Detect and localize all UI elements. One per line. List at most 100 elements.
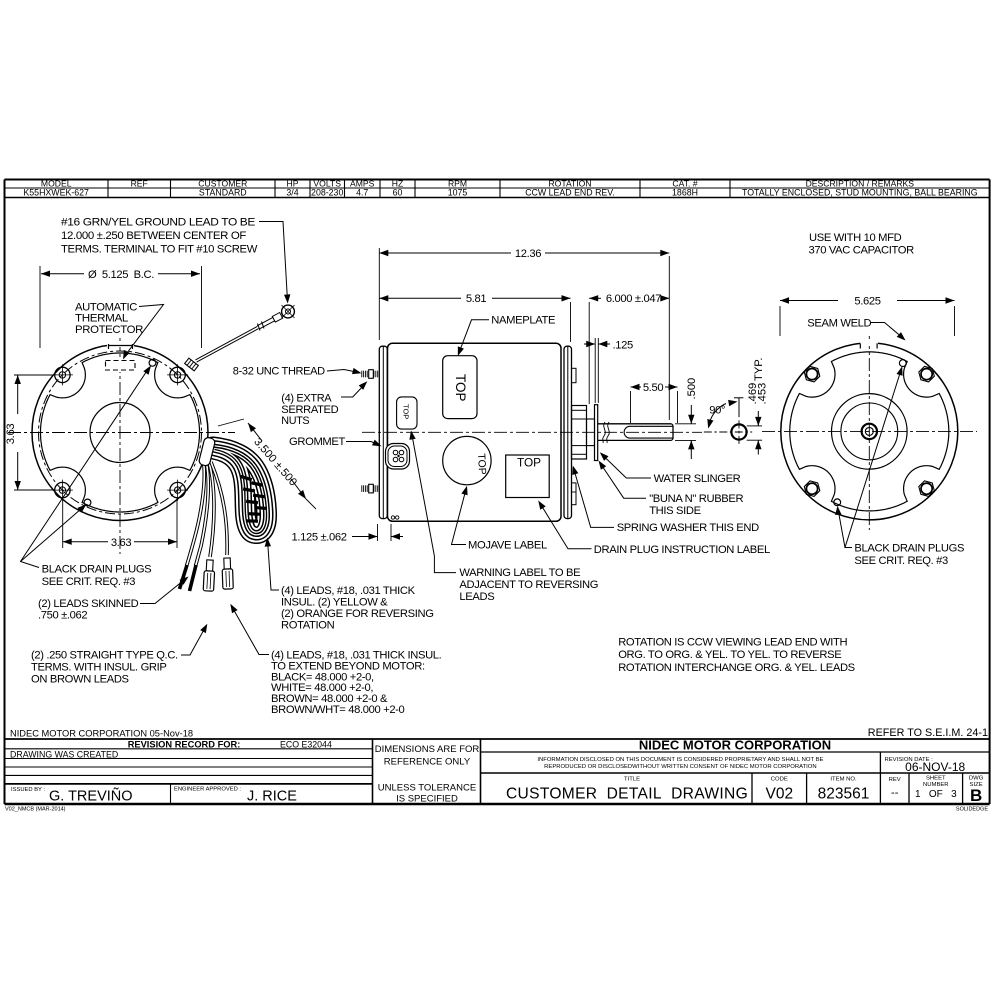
svg-text:SERRATED: SERRATED xyxy=(281,404,338,416)
svg-text:NIDEC MOTOR CORPORATION 05-Nov: NIDEC MOTOR CORPORATION 05-Nov-18 xyxy=(10,729,193,739)
svg-text:(2) LEADS SKINNED: (2) LEADS SKINNED xyxy=(38,598,139,610)
svg-text:GROMMET: GROMMET xyxy=(289,436,346,448)
svg-text:J. RICE: J. RICE xyxy=(247,789,297,805)
svg-text:DWG: DWG xyxy=(969,776,984,782)
svg-text:TERMS. TERMINAL TO FIT #10 SCR: TERMS. TERMINAL TO FIT #10 SCREW xyxy=(61,244,258,256)
svg-text:(2) .250 STRAIGHT TYPE Q.C.: (2) .250 STRAIGHT TYPE Q.C. xyxy=(31,650,178,662)
svg-text:AUTOMATIC: AUTOMATIC xyxy=(75,302,137,314)
svg-text:VOLTS: VOLTS xyxy=(313,178,341,188)
svg-text:CAT. #: CAT. # xyxy=(672,178,697,188)
svg-text:WATER SLINGER: WATER SLINGER xyxy=(654,473,741,485)
svg-text:ADJACENT TO REVERSING: ADJACENT TO REVERSING xyxy=(459,579,598,591)
svg-text:8-32 UNC THREAD: 8-32 UNC THREAD xyxy=(233,366,325,378)
svg-text:BLACK DRAIN PLUGS: BLACK DRAIN PLUGS xyxy=(854,543,964,555)
svg-text:ISSUED BY :: ISSUED BY : xyxy=(11,787,45,793)
svg-text:370 VAC CAPACITOR: 370 VAC CAPACITOR xyxy=(809,245,915,257)
svg-text:MOJAVE LABEL: MOJAVE LABEL xyxy=(468,540,547,552)
svg-text:BLACK= 48.000 +2-0,: BLACK= 48.000 +2-0, xyxy=(271,671,374,683)
svg-text:TOP: TOP xyxy=(475,453,488,475)
svg-text:1 OF 3: 1 OF 3 xyxy=(915,789,957,800)
svg-text:SEE CRIT. REQ. #3: SEE CRIT. REQ. #3 xyxy=(42,576,136,588)
svg-text:REV: REV xyxy=(889,777,901,783)
svg-text:V02: V02 xyxy=(766,786,794,803)
svg-text:STANDARD: STANDARD xyxy=(199,187,247,197)
svg-text:.469: .469 xyxy=(747,383,759,405)
svg-text:ROTATION: ROTATION xyxy=(548,178,591,188)
svg-text:HP: HP xyxy=(287,178,299,188)
svg-text:PROTECTOR: PROTECTOR xyxy=(75,324,143,336)
svg-text:TYP.: TYP. xyxy=(753,358,765,381)
svg-text:SIZE: SIZE xyxy=(970,782,983,788)
svg-text:ENGINEER APPROVED :: ENGINEER APPROVED : xyxy=(174,787,241,793)
svg-text:"BUNA N" RUBBER: "BUNA N" RUBBER xyxy=(649,493,743,505)
svg-text:BROWN= 48.000 +2-0 &: BROWN= 48.000 +2-0 & xyxy=(271,693,388,705)
svg-text:REFER TO S.E.I.M. 24-1: REFER TO S.E.I.M. 24-1 xyxy=(868,727,988,739)
svg-text:RPM: RPM xyxy=(448,178,467,188)
svg-text:TITLE: TITLE xyxy=(624,777,640,783)
svg-text:.500: .500 xyxy=(686,378,698,400)
svg-text:CUSTOMER: CUSTOMER xyxy=(198,178,247,188)
svg-text:4.7: 4.7 xyxy=(356,187,368,197)
svg-text:ROTATION: ROTATION xyxy=(281,620,335,632)
svg-text:UNLESS TOLERANCE: UNLESS TOLERANCE xyxy=(378,783,476,794)
svg-text:1868H: 1868H xyxy=(672,187,698,197)
svg-text:REVISION RECORD FOR:: REVISION RECORD FOR: xyxy=(128,739,241,749)
svg-text:LEADS: LEADS xyxy=(459,591,494,603)
svg-text:MODEL: MODEL xyxy=(41,178,72,188)
svg-text:CCW LEAD END REV.: CCW LEAD END REV. xyxy=(525,187,615,197)
svg-text:12.000 ±.250 BETWEEN CENTER OF: 12.000 ±.250 BETWEEN CENTER OF xyxy=(61,230,247,242)
svg-text:HZ: HZ xyxy=(392,178,403,188)
svg-text:ROTATION INTERCHANGE ORG. & YE: ROTATION INTERCHANGE ORG. & YEL. LEADS xyxy=(618,662,855,674)
svg-text:3/4: 3/4 xyxy=(286,187,298,197)
svg-text:SOLIDEDGE: SOLIDEDGE xyxy=(956,807,988,813)
svg-text:.125: .125 xyxy=(613,339,634,351)
svg-text:5.50: 5.50 xyxy=(643,382,664,394)
svg-text:REFERENCE ONLY: REFERENCE ONLY xyxy=(384,757,471,768)
svg-text:BLACK DRAIN PLUGS: BLACK DRAIN PLUGS xyxy=(42,564,152,576)
svg-text:WHITE= 48.000 +2-0,: WHITE= 48.000 +2-0, xyxy=(271,682,373,694)
svg-text:823561: 823561 xyxy=(818,786,870,803)
svg-text:SEE CRIT. REQ. #3: SEE CRIT. REQ. #3 xyxy=(854,555,948,567)
svg-text:NUMBER: NUMBER xyxy=(923,782,949,788)
svg-text:B: B xyxy=(970,786,982,805)
svg-text:TOP: TOP xyxy=(453,374,468,402)
svg-text:AMPS: AMPS xyxy=(350,178,375,188)
svg-text:SHEET: SHEET xyxy=(926,776,946,782)
svg-text:TOTALLY ENCLOSED, STUD MOUNTIN: TOTALLY ENCLOSED, STUD MOUNTING, BALL BE… xyxy=(742,187,978,197)
svg-text:.750 ±.062: .750 ±.062 xyxy=(38,610,87,622)
svg-text:90°: 90° xyxy=(709,404,725,416)
svg-text:(4) EXTRA: (4) EXTRA xyxy=(281,393,332,405)
svg-text:REPRODUCED OR DISCLOSEDWITHOUT: REPRODUCED OR DISCLOSEDWITHOUT WRITTEN C… xyxy=(544,764,817,770)
svg-text:5.625: 5.625 xyxy=(854,296,880,308)
svg-text:SPRING WASHER THIS END: SPRING WASHER THIS END xyxy=(617,522,759,534)
svg-text:06-NOV-18: 06-NOV-18 xyxy=(905,760,965,774)
svg-text:REF: REF xyxy=(131,178,148,188)
svg-text:ROTATION IS CCW VIEWING LEAD E: ROTATION IS CCW VIEWING LEAD END WITH xyxy=(618,637,847,649)
svg-text:ITEM NO.: ITEM NO. xyxy=(830,777,857,783)
svg-text:THERMAL: THERMAL xyxy=(75,313,128,325)
svg-text:V02_NMCB (MAR-2014): V02_NMCB (MAR-2014) xyxy=(5,807,66,813)
svg-text:DRAWING WAS CREATED: DRAWING WAS CREATED xyxy=(10,749,118,759)
svg-text:CODE: CODE xyxy=(771,777,788,783)
svg-text:12.36: 12.36 xyxy=(515,248,541,260)
svg-text:(4) LEADS, #18, .031 THICK: (4) LEADS, #18, .031 THICK xyxy=(281,585,416,597)
svg-text:1.125 ±.062: 1.125 ±.062 xyxy=(292,532,347,544)
svg-text:THIS SIDE: THIS SIDE xyxy=(649,505,701,517)
svg-text:5.81: 5.81 xyxy=(466,293,487,305)
svg-text:WARNING LABEL TO BE: WARNING LABEL TO BE xyxy=(459,567,580,579)
svg-text:TOP: TOP xyxy=(517,456,541,470)
svg-text:BROWN/WHT= 48.000 +2-0: BROWN/WHT= 48.000 +2-0 xyxy=(271,704,405,716)
svg-text:1075: 1075 xyxy=(448,187,468,197)
svg-text:60: 60 xyxy=(393,187,403,197)
svg-text:CUSTOMER DETAIL DRAWING: CUSTOMER DETAIL DRAWING xyxy=(506,786,748,803)
svg-text:G. TREVIÑO: G. TREVIÑO xyxy=(49,788,133,805)
svg-text:INFORMATION DISCLOSED ON THIS: INFORMATION DISCLOSED ON THIS DOCUMENT I… xyxy=(537,757,823,763)
svg-text:TO EXTEND BEYOND MOTOR:: TO EXTEND BEYOND MOTOR: xyxy=(271,660,425,672)
svg-text:3.63: 3.63 xyxy=(5,424,17,445)
svg-text:6.000 ±.047: 6.000 ±.047 xyxy=(606,293,661,305)
svg-text:(4) LEADS, #18, .031 THICK INS: (4) LEADS, #18, .031 THICK INSUL. xyxy=(271,650,442,662)
svg-text:--: -- xyxy=(891,787,899,799)
svg-text:3.63: 3.63 xyxy=(111,537,132,549)
svg-text:#16 GRN/YEL GROUND LEAD TO BE: #16 GRN/YEL GROUND LEAD TO BE xyxy=(61,217,255,229)
svg-text:DIMENSIONS ARE FOR: DIMENSIONS ARE FOR xyxy=(375,744,480,755)
